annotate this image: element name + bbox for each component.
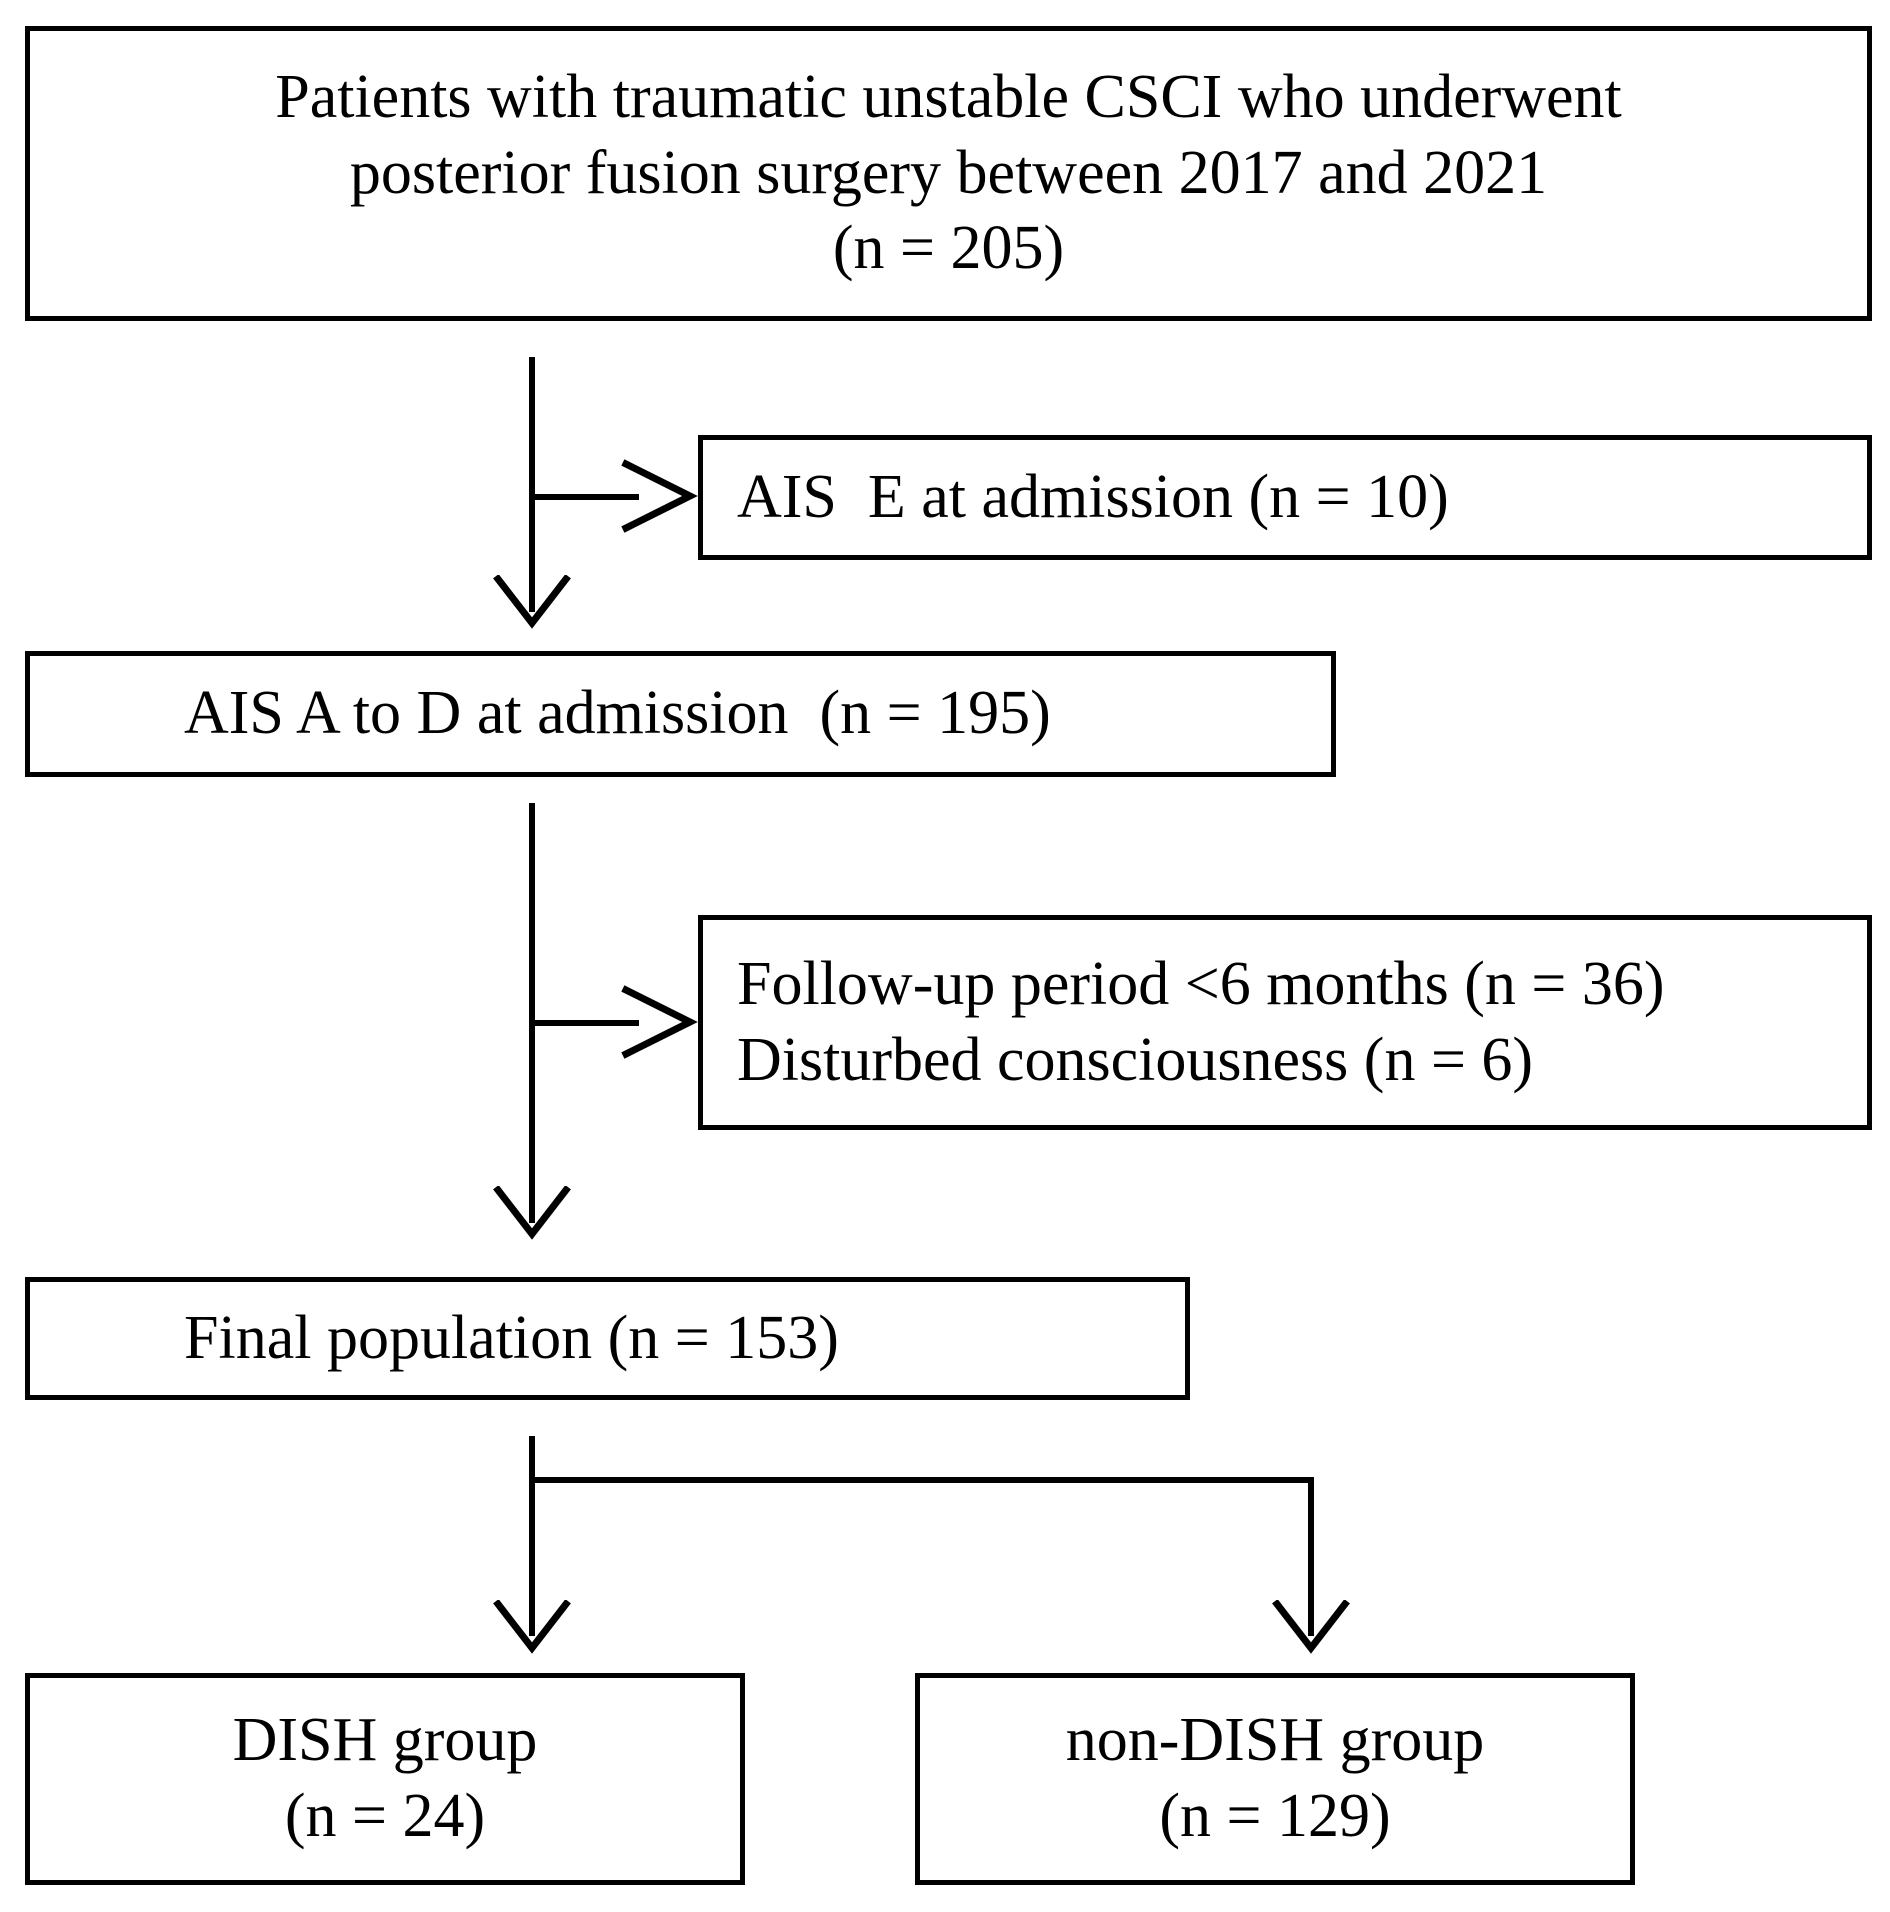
node-ais-ad-line-1: AIS A to D at admission (n = 195): [184, 679, 1051, 748]
node-cohort: Patients with traumatic unstable CSCI wh…: [25, 26, 1872, 321]
arrowhead-ais-ad-to-exclusions: [621, 985, 698, 1059]
node-ais-e-excluded: AIS E at admission (n = 10): [698, 435, 1872, 560]
node-dish-line-1: DISH group: [232, 1706, 538, 1775]
arrowhead-ais-ad-to-final: [493, 1186, 571, 1240]
arrowhead-cohort-to-ais-e: [621, 459, 698, 533]
node-final-population: Final population (n = 153): [25, 1277, 1190, 1400]
node-exclusions-line-2: Disturbed consciousness (n = 6): [737, 1025, 1534, 1094]
node-dish-group: DISH group (n = 24): [25, 1673, 745, 1885]
node-dish-line-2: (n = 24): [284, 1782, 486, 1850]
connector-final-elbow-horizontal: [529, 1477, 1314, 1483]
connector-ais-ad-to-final: [529, 803, 535, 1223]
connector-final-to-nondish: [1308, 1477, 1314, 1636]
node-nondish-line-2: (n = 129): [1159, 1782, 1391, 1850]
node-exclusions-line-1: Follow-up period <6 months (n = 36): [737, 949, 1665, 1018]
arrowhead-final-to-dish: [493, 1600, 571, 1654]
connector-cohort-to-ais-ad: [529, 357, 535, 612]
node-final-line-1: Final population (n = 153): [184, 1303, 839, 1372]
connector-final-to-dish: [529, 1436, 535, 1636]
node-nondish-line-1: non-DISH group: [1065, 1706, 1485, 1775]
node-ais-a-to-d: AIS A to D at admission (n = 195): [25, 651, 1336, 777]
node-cohort-line-2: posterior fusion surgery between 2017 an…: [349, 138, 1548, 207]
node-ais-e-line-1: AIS E at admission (n = 10): [737, 462, 1449, 531]
connector-ais-ad-to-exclusions: [529, 1020, 639, 1026]
connector-cohort-to-ais-e: [529, 494, 639, 500]
node-secondary-exclusions: Follow-up period <6 months (n = 36) Dist…: [698, 915, 1872, 1130]
node-cohort-line-1: Patients with traumatic unstable CSCI wh…: [275, 63, 1622, 132]
node-cohort-line-3: (n = 205): [832, 214, 1065, 283]
arrowhead-cohort-to-ais-ad: [493, 575, 571, 629]
arrowhead-final-to-nondish: [1272, 1600, 1350, 1654]
node-non-dish-group: non-DISH group (n = 129): [915, 1673, 1635, 1885]
